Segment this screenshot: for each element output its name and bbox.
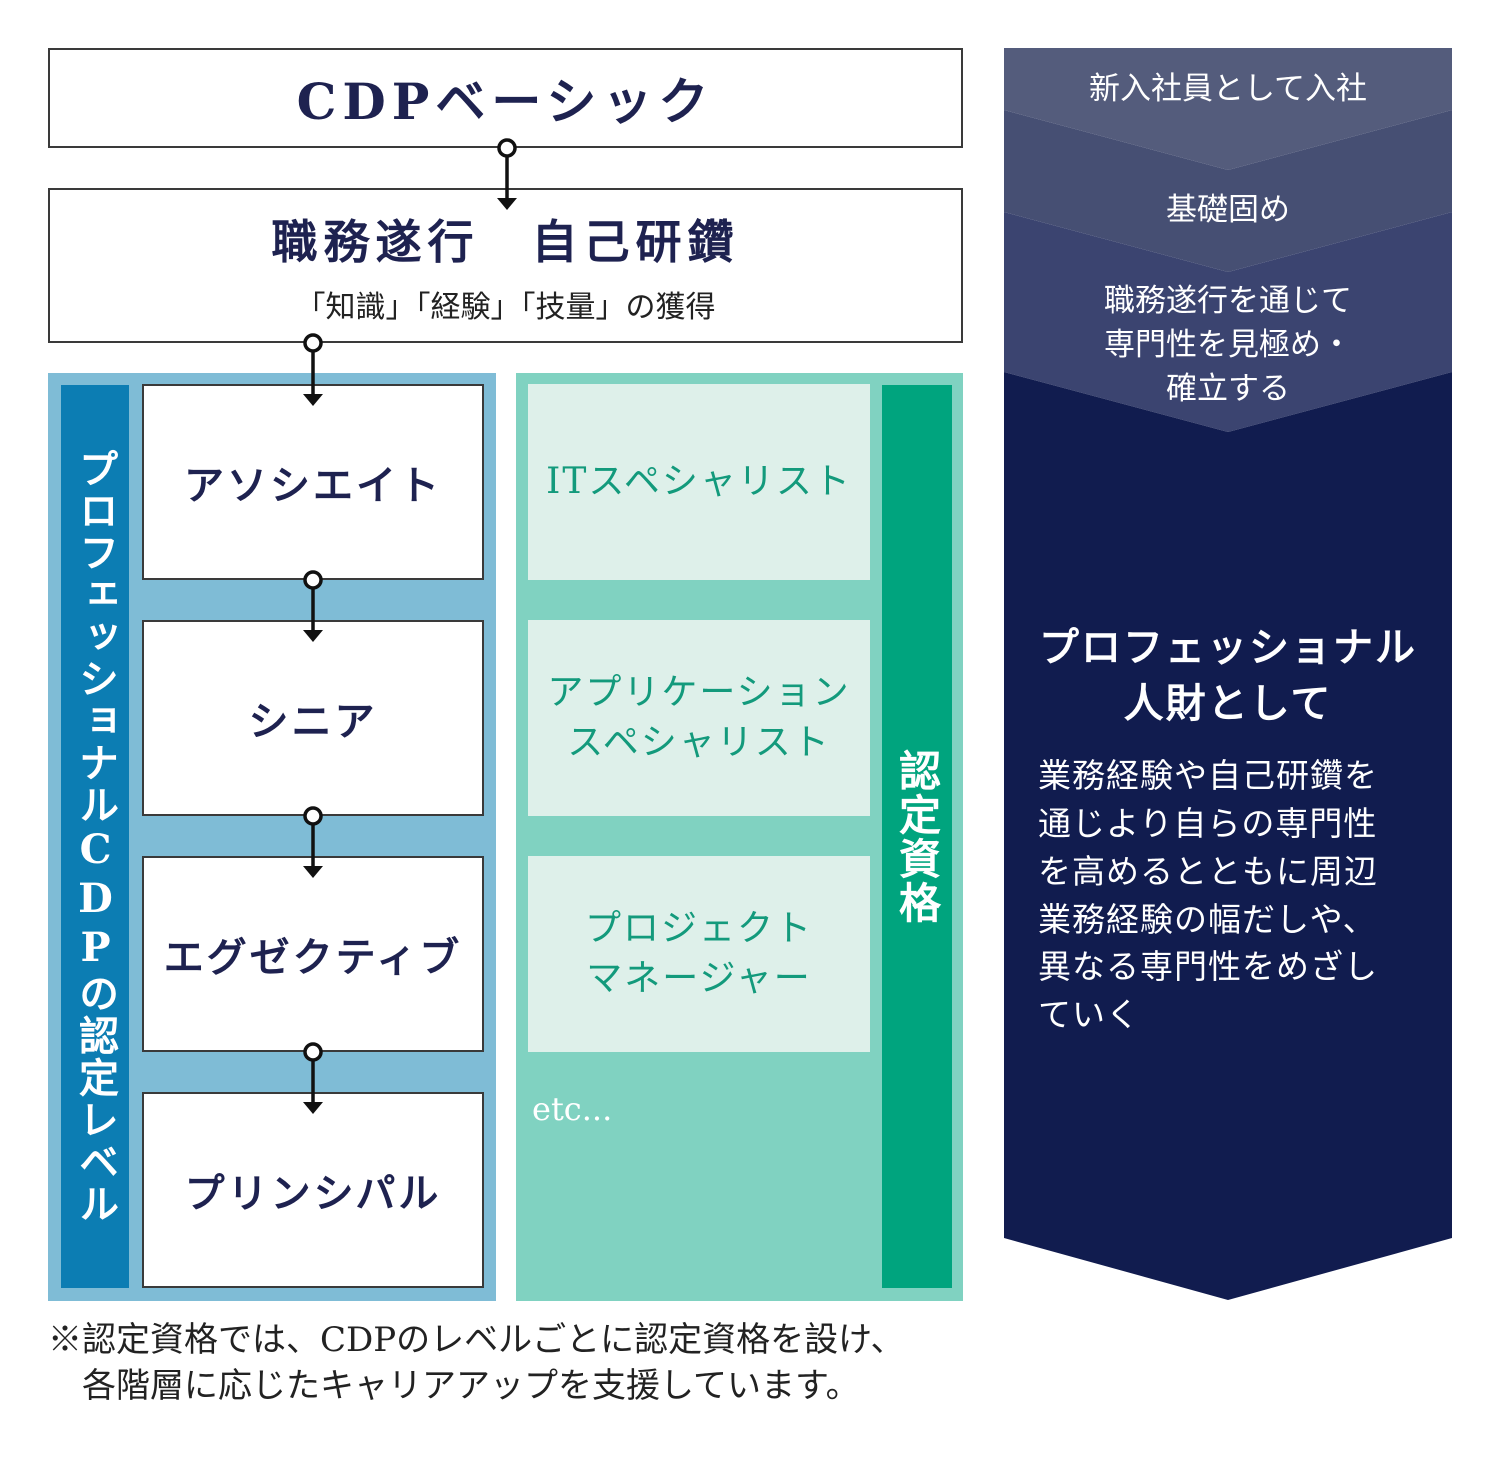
duty-subtitle: 「知識」「経験」「技量」の獲得 <box>295 289 716 325</box>
stage-line: 専門性を見極め・ <box>1104 327 1352 364</box>
desc-line: 業務経験の幅だしや、 <box>1038 899 1377 939</box>
duty-box: 職務遂行 自己研鑽 「知識」「経験」「技量」の獲得 <box>48 188 963 343</box>
stage-line: 確立する <box>1166 371 1290 408</box>
desc-line: 通じより自らの専門性 <box>1038 803 1378 843</box>
level-panel-label: プロフェッショナルCDPの認定レベル <box>61 385 129 1288</box>
stage-line: 職務遂行を通じて <box>1104 283 1352 319</box>
desc-line: 業務経験や自己研鑽を <box>1038 756 1378 795</box>
desc-line: を高めるとともに周辺 <box>1038 851 1378 891</box>
cert-line: ITスペシャリスト <box>546 461 852 503</box>
stage-shape-join <box>1004 48 1452 170</box>
stage-shape-basics <box>1004 110 1452 272</box>
stage-join-label: 新入社員として入社 <box>1004 67 1452 111</box>
stage-basics-label: 基礎固め <box>1004 188 1452 232</box>
cert-line: スペシャリスト <box>567 722 831 763</box>
desc-line: ていく <box>1038 995 1140 1035</box>
cert-application-specialist: アプリケーション スペシャリスト <box>528 620 870 816</box>
professional-title-line: 人財として <box>1123 680 1333 727</box>
cert-it-specialist: ITスペシャリスト <box>528 384 870 580</box>
level-senior: シニア <box>142 620 484 816</box>
stage-specialty-label: 職務遂行を通じて 専門性を見極め・ 確立する <box>1004 279 1452 411</box>
cert-project-manager: プロジェクト マネージャー <box>528 856 870 1052</box>
professional-title-line: プロフェッショナル <box>1039 624 1417 671</box>
cdp-basic-box: CDPベーシック <box>48 48 963 148</box>
footnote: ※認定資格では、CDPのレベルごとに認定資格を設け、 各階層に応じたキャリアアッ… <box>48 1318 904 1410</box>
cert-line: マネージャー <box>586 958 812 999</box>
level-associate: アソシエイト <box>142 384 484 580</box>
cert-etc: etc... <box>532 1090 613 1128</box>
professional-description: 業務経験や自己研鑽を 通じより自らの専門性 を高めるとともに周辺 業務経験の幅だ… <box>1038 752 1428 1039</box>
footnote-line: ※認定資格では、CDPのレベルごとに認定資格を設け、 <box>48 1320 905 1360</box>
stage-shape-professional <box>1004 372 1452 1300</box>
cert-line: プロジェクト <box>584 908 813 950</box>
footnote-line: 各階層に応じたキャリアアップを支援しています。 <box>48 1365 860 1406</box>
stage-line: 基礎固め <box>1166 192 1290 228</box>
stage-line: 新入社員として入社 <box>1088 71 1368 107</box>
cert-panel-label: 認定資格 <box>882 385 952 1288</box>
cert-line: アプリケーション <box>547 672 851 714</box>
professional-title: プロフェッショナル 人財として <box>1004 620 1452 732</box>
duty-main-title: 職務遂行 自己研鑽 <box>271 214 740 269</box>
stage-shape-specialty <box>1004 212 1452 432</box>
level-executive: エグゼクティブ <box>142 856 484 1052</box>
level-principal: プリンシパル <box>142 1092 484 1288</box>
desc-line: 異なる専門性をめざし <box>1038 947 1378 987</box>
